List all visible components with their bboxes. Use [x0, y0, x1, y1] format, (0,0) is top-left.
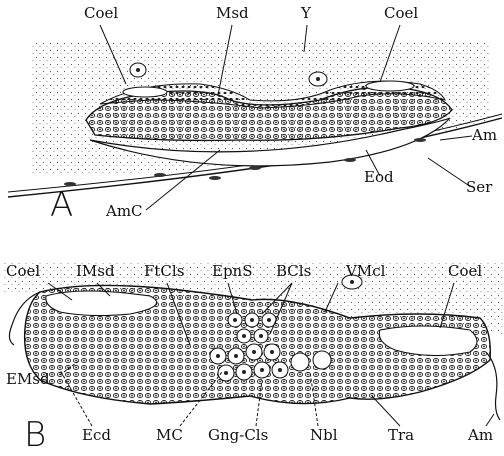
label-coel-b-right: Coel [448, 264, 482, 279]
label-am-a: Am [472, 128, 497, 143]
coelom-right-a [366, 81, 414, 91]
label-vmcl-b: VMcl [346, 264, 385, 279]
label-bcls-b: BCls [276, 264, 311, 279]
panel-a-drawing [8, 25, 502, 210]
label-am-b: Am [468, 428, 493, 443]
label-coel-a-left: Coel [84, 6, 118, 21]
label-epns-b: EpnS [212, 264, 253, 279]
label-gngcls-b: Gng-Cls [208, 428, 268, 443]
label-nbl-b: Nbl [310, 428, 338, 443]
panel-letter-b: B [24, 418, 46, 452]
label-mc-b: MC [156, 428, 183, 443]
label-ecd-b: Ecd [82, 428, 111, 443]
label-amc-a: AmC [106, 204, 143, 219]
label-msd-a: Msd [216, 6, 249, 21]
coelom-left-b [46, 291, 157, 316]
panel-letter-a: A [50, 188, 73, 222]
label-ftcls-b: FtCls [144, 264, 184, 279]
label-coel-b-left: Coel [6, 264, 40, 279]
label-tra-b: Tra [388, 428, 414, 443]
label-emsd-b: EMsd [6, 372, 50, 387]
coelom-left-a [123, 87, 167, 97]
panel-b-drawing [2, 262, 504, 426]
label-imsd-b: IMsd [76, 264, 115, 279]
label-coel-a-right: Coel [384, 6, 418, 21]
label-y-a: Y [301, 6, 311, 21]
label-eod-a: Eod [364, 170, 394, 185]
label-ser-a: Ser [466, 180, 492, 195]
